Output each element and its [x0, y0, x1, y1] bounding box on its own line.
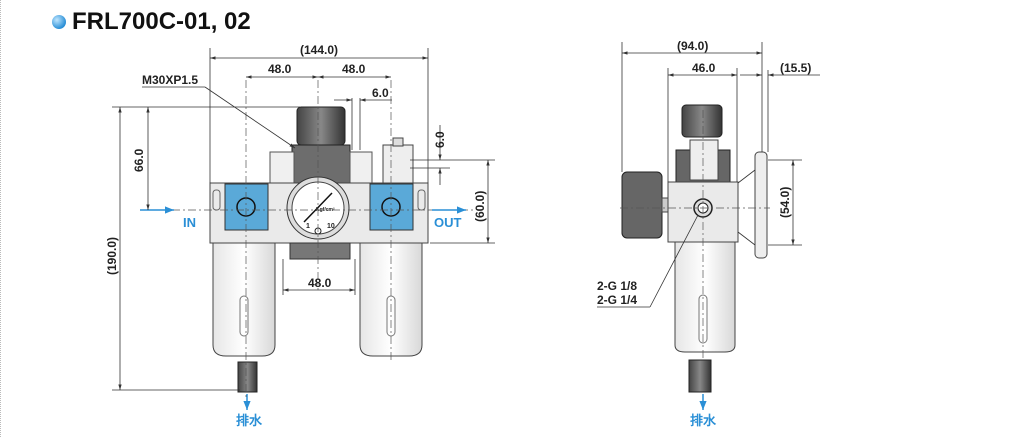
filter-bowl	[212, 242, 276, 357]
dim-top-to-center: 66.0	[132, 148, 146, 172]
dim-bracket-offset: (15.5)	[780, 61, 811, 75]
dim-body-depth: 46.0	[692, 61, 716, 75]
port-label-1: 2-G 1/8	[597, 279, 637, 293]
bullet-icon	[52, 15, 66, 29]
page-title: FRL700C-01, 02	[52, 8, 251, 36]
dim-bowl-pitch: 48.0	[308, 276, 332, 290]
dim-small-side: 6.0	[433, 131, 447, 148]
gauge-max: 10	[327, 223, 335, 230]
gauge-unit: Kgf/cm²	[316, 207, 335, 213]
gauge-min: 1	[306, 223, 310, 230]
front-view: Kgf/cm² 1 10 排水 IN OUT (144.0) 48.0 48.0…	[105, 43, 495, 428]
inlet-port-block	[224, 183, 269, 231]
dim-right-pitch: 48.0	[342, 62, 366, 76]
drain-label: 排水	[236, 413, 263, 428]
dim-overall-depth: (94.0)	[677, 39, 708, 53]
page-edge	[0, 0, 2, 437]
dim-left-pitch: 48.0	[268, 62, 292, 76]
side-view: 排水 (94.0) 46.0 (15.5) (54.0) 2-G 1/8 2-G…	[597, 39, 820, 428]
in-label: IN	[183, 215, 196, 230]
mounting-bracket	[754, 151, 768, 259]
out-label: OUT	[434, 215, 462, 230]
dim-small-top: 6.0	[372, 86, 389, 100]
side-gauge	[621, 171, 663, 239]
drain-valve	[237, 361, 258, 393]
dim-bracket-height: (54.0)	[778, 187, 792, 218]
dim-overall-width: (144.0)	[300, 43, 338, 57]
dim-overall-height: (190.0)	[105, 237, 119, 275]
lubricator-cap	[382, 144, 414, 184]
title-text: FRL700C-01, 02	[72, 8, 251, 35]
outlet-port-block	[369, 183, 414, 231]
side-regulator-knob	[681, 104, 723, 138]
side-drain-label: 排水	[690, 413, 717, 428]
regulator-knob	[296, 106, 346, 146]
thread-label: M30XP1.5	[142, 73, 198, 87]
dim-body-height: (60.0)	[473, 191, 487, 222]
side-drain-valve	[688, 359, 712, 393]
port-label-2: 2-G 1/4	[597, 293, 637, 307]
side-bowl	[674, 241, 736, 353]
